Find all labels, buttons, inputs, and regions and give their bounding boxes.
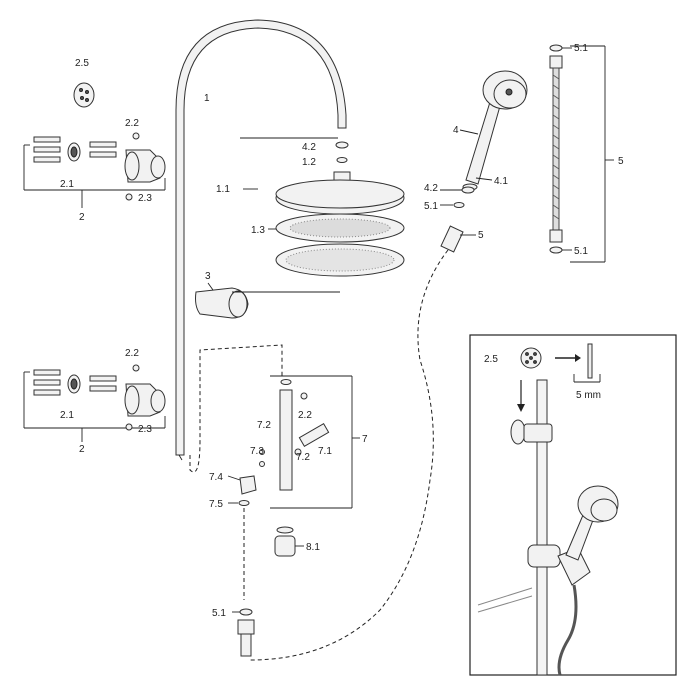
overhead-shower [240, 137, 405, 277]
bracket-bottom [124, 364, 166, 431]
label-2-3-top: 2.3 [138, 193, 152, 204]
bottom-fitting [232, 608, 255, 657]
label-1-2: 1.2 [302, 157, 316, 168]
label-2-3-bottom: 2.3 [138, 424, 152, 435]
label-8-1: 8.1 [306, 542, 320, 553]
label-3: 3 [205, 271, 211, 282]
label-7-1: 7.1 [318, 446, 332, 457]
dowels-bottom [33, 369, 117, 396]
slider [195, 282, 340, 319]
label-2-bottom: 2 [79, 444, 85, 455]
label-4-2-left: 4.2 [302, 142, 316, 153]
shower-hose [549, 44, 614, 263]
label-1: 1 [204, 93, 210, 104]
label-4-1: 4.1 [494, 176, 508, 187]
hand-shower [459, 70, 528, 191]
riser-pipe [175, 19, 347, 461]
label-7-5: 7.5 [209, 499, 223, 510]
label-2-2-top: 2.2 [125, 118, 139, 129]
label-4: 4 [453, 125, 459, 136]
label-7: 7 [362, 434, 368, 445]
label-1-1: 1.1 [216, 184, 230, 195]
label-2-2-group7: 2.2 [298, 410, 312, 421]
label-1-3: 1.3 [251, 225, 265, 236]
label-5-group: 5 [618, 156, 624, 167]
label-7-4: 7.4 [209, 472, 223, 483]
label-2-5: 2.5 [75, 58, 89, 69]
label-7-3: 7.3 [250, 446, 264, 457]
label-5-hose: 5 [478, 230, 484, 241]
connection-route [189, 344, 283, 473]
label-2-1-bottom: 2.1 [60, 410, 74, 421]
hose-connectors [440, 186, 476, 253]
label-5-1-bottom: 5.1 [574, 246, 588, 257]
hose-route [249, 249, 449, 661]
label-5-1-lower: 5.1 [212, 608, 226, 619]
label-2-5-inset: 2.5 [484, 354, 498, 365]
adapter-nut [274, 526, 304, 557]
wall-bracket-top [23, 132, 166, 208]
detail-inset [469, 334, 677, 676]
cover-disc [73, 82, 95, 108]
label-4-2-right: 4.2 [424, 183, 438, 194]
wall-bracket-bottom [23, 364, 166, 442]
label-5mm: 5 mm [576, 390, 601, 401]
callout-labels: 1 1.1 1.2 1.3 2 2 2.1 2.1 2.2 2.2 2.2 2.… [60, 43, 624, 619]
connection-group [227, 375, 360, 509]
label-2-top: 2 [79, 212, 85, 223]
label-7-2-right: 7.2 [296, 452, 310, 463]
label-7-2-left: 7.2 [257, 420, 271, 431]
bracket-top [124, 132, 166, 201]
label-5-1-top: 5.1 [574, 43, 588, 54]
label-5-1-mid: 5.1 [424, 201, 438, 212]
label-2-1-top: 2.1 [60, 179, 74, 190]
label-2-2-bottom: 2.2 [125, 348, 139, 359]
dowels-top [33, 136, 117, 163]
